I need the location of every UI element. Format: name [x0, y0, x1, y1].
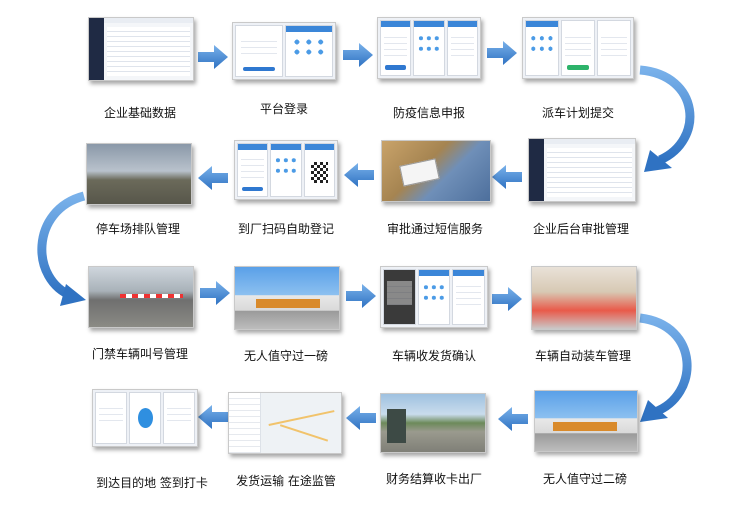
thumb-parking-queue — [86, 143, 192, 205]
step-label-14: 财务结算收卡出厂 — [385, 472, 482, 486]
thumb-auto-loading — [531, 266, 637, 330]
thumb-sms-service — [381, 140, 491, 202]
thumb-weighing-1 — [234, 266, 340, 330]
arrow-right-2 — [343, 43, 373, 67]
step-label-3: 防疫信息申报 — [392, 106, 465, 120]
thumb-finance-exit — [380, 393, 486, 453]
step-label-9: 门禁车辆叫号管理 — [91, 347, 188, 361]
step-label-8: 停车场排队管理 — [95, 222, 180, 236]
step-label-4: 派车计划提交 — [541, 106, 614, 120]
thumb-dispatch-plan — [522, 17, 634, 79]
arrow-left-2 — [344, 163, 374, 187]
thumb-weighing-2 — [534, 390, 638, 452]
thumb-transport-monitor — [228, 392, 342, 454]
curve-arrow-right-1 — [639, 65, 695, 165]
step-label-12: 车辆自动装车管理 — [534, 349, 631, 363]
step-label-15: 发货运输 在途监管 — [236, 474, 336, 488]
thumb-scan-checkin — [234, 140, 338, 200]
step-label-5: 企业后台审批管理 — [532, 222, 629, 236]
arrow-right-6 — [492, 287, 522, 311]
thumb-arrival-signin — [92, 389, 198, 447]
arrow-right-3 — [487, 41, 517, 65]
step-label-6: 审批通过短信服务 — [386, 222, 483, 236]
arrow-left-1 — [492, 165, 522, 189]
arrow-left-3 — [198, 166, 228, 190]
curve-arrow-left-1 — [37, 191, 86, 301]
thumb-backend-approval — [528, 138, 636, 202]
thumb-epidemic-declaration — [377, 17, 481, 79]
step-label-2: 平台登录 — [259, 102, 308, 116]
thumb-gate-calling — [88, 266, 194, 328]
step-label-16: 到达目的地 签到打卡 — [96, 476, 208, 490]
arrow-left-6 — [198, 405, 228, 429]
thumb-enterprise-data — [88, 17, 194, 81]
arrow-right-1 — [198, 45, 228, 69]
curve-arrow-right-2 — [639, 313, 692, 417]
thumb-receipt-confirm — [380, 266, 488, 328]
step-label-7: 到厂扫码自助登记 — [237, 222, 334, 236]
arrow-right-5 — [346, 284, 376, 308]
step-label-11: 车辆收发货确认 — [391, 349, 476, 363]
step-label-10: 无人值守过一磅 — [243, 349, 328, 363]
arrow-left-5 — [346, 406, 376, 430]
thumb-platform-login — [232, 22, 336, 80]
step-label-1: 企业基础数据 — [103, 106, 176, 120]
arrow-right-4 — [200, 281, 230, 305]
step-label-13: 无人值守过二磅 — [542, 472, 627, 486]
arrow-left-4 — [498, 407, 528, 431]
